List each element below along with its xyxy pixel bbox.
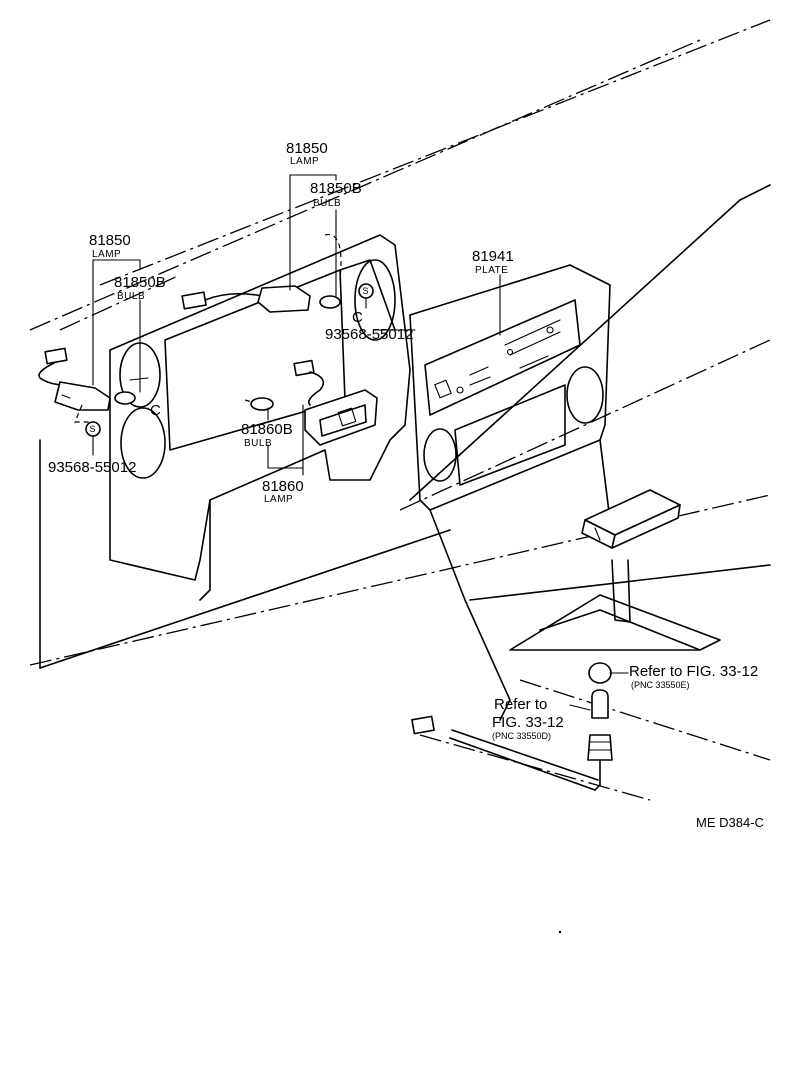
label-plate-name: PLATE — [475, 265, 508, 276]
label-ref-right: Refer to FIG. 33-12 — [629, 663, 758, 680]
label-bulb-mid-name: BULB — [244, 438, 272, 449]
part-labels: 81850 LAMP 81850B BULB 93568-55012 81850… — [48, 140, 764, 830]
label-lamp-top-pn: 81850 — [286, 140, 328, 157]
dashboard-surface — [39, 184, 771, 669]
screw-markers: S S C C — [85, 283, 374, 456]
label-bulb-top-pn: 81850B — [310, 180, 362, 197]
phantom-outline-lines — [29, 19, 771, 801]
label-lamp-mid-name: LAMP — [264, 494, 293, 505]
mid-lamp-assembly — [244, 359, 378, 446]
label-ref-bottom-pnc: (PNC 33550D) — [492, 731, 551, 741]
clip-marker-left: C — [150, 402, 161, 419]
screw-marker-top: S — [363, 286, 369, 296]
bottom-lamp-parts — [411, 662, 613, 791]
label-screw-top-pn: 93568-55012 — [325, 326, 413, 343]
label-bulb-left-pn: 81850B — [114, 274, 166, 291]
label-ref-right-pnc: (PNC 33550E) — [631, 680, 690, 690]
left-lamp-assembly — [38, 347, 136, 423]
top-lamp-assembly — [181, 234, 342, 313]
label-screw-left-pn: 93568-55012 — [48, 459, 136, 476]
label-lamp-mid-pn: 81860 — [262, 478, 304, 495]
label-lamp-left-name: LAMP — [92, 249, 121, 260]
clip-marker-top: C — [352, 309, 363, 326]
leader-lines — [92, 174, 629, 711]
center-console-panel — [409, 264, 611, 511]
center-console-shifter — [429, 439, 721, 721]
figure-code: ME D384-C — [696, 815, 764, 830]
label-ref-bottom-line1: Refer to — [494, 696, 547, 713]
label-bulb-mid-pn: 81860B — [241, 421, 293, 438]
label-lamp-left-pn: 81850 — [89, 232, 131, 249]
label-plate-pn: 81941 — [472, 248, 514, 265]
label-lamp-top-name: LAMP — [290, 156, 319, 167]
stray-dot — [558, 930, 562, 934]
label-bulb-left-name: BULB — [117, 291, 145, 302]
label-ref-bottom-line2: FIG. 33-12 — [492, 714, 564, 731]
screw-marker-left: S — [90, 424, 96, 434]
label-bulb-top-name: BULB — [313, 198, 341, 209]
